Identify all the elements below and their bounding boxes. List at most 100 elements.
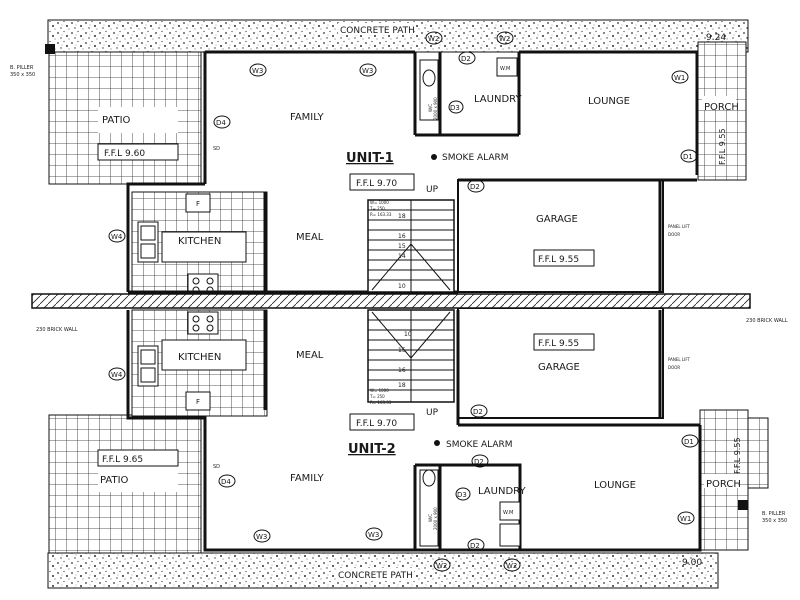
wc-unit-1 (419, 59, 439, 121)
party-brick-wall (31, 293, 751, 309)
floor-level: F.F.L 9.55 (733, 437, 742, 474)
floor-level: F.F.L 9.65 (102, 455, 143, 465)
floor-level: F.F.L 9.60 (104, 149, 145, 159)
door-tag: D4 (216, 119, 226, 127)
room-label: PATIO (102, 115, 131, 126)
step-number: 16 (398, 233, 406, 240)
stair-info: T= 250 (369, 206, 385, 211)
cooktop-2 (187, 311, 219, 335)
wm-unit-1 (496, 57, 518, 77)
step-number: 18 (398, 382, 406, 389)
garage-door-label: PANEL LIFT (668, 224, 691, 229)
smoke-alarm-icon (434, 440, 440, 446)
stair-unit-1 (367, 199, 455, 293)
step-number: 18 (398, 213, 406, 220)
door-tag: D3 (450, 104, 460, 112)
sd-label: SD (213, 146, 220, 152)
floor-level: F.F.L 9.70 (356, 419, 397, 429)
window-tag: W1 (674, 74, 685, 82)
pillar-size: 350 x 350 (10, 72, 35, 78)
floor-level: F.F.L 9.55 (718, 128, 727, 165)
step-number: 10 (404, 331, 412, 338)
window-tag: W2 (499, 35, 510, 43)
opening-tags: W3 W3 W2 W2 D2 D3 W1 D4 D1 D2 W4 W3 W3 W… (108, 31, 699, 572)
garage-door-label: PANEL LIFT (668, 357, 691, 362)
pillar-label: B. PILLER (762, 511, 786, 517)
room-label: MEAL (296, 232, 324, 243)
pillar-size: 350 x 350 (762, 518, 787, 524)
window-tag: W2 (428, 35, 439, 43)
stair-info: R= 163.33 (370, 400, 392, 405)
room-label: LAUNDRY (478, 486, 526, 497)
window-tag: W4 (111, 371, 123, 379)
wc-label: W/C (428, 514, 433, 522)
room-label: LOUNGE (594, 480, 636, 491)
door-tag: D2 (470, 183, 480, 191)
smoke-alarm-icon (431, 154, 437, 160)
smoke-alarm-label: SMOKE ALARM (446, 440, 513, 450)
smoke-alarm-label: SMOKE ALARM (442, 153, 509, 163)
room-label: MEAL (296, 350, 324, 361)
room-label: GARAGE (536, 214, 578, 225)
stair-unit-2 (367, 309, 455, 403)
window-tag: W4 (111, 233, 123, 241)
step-number: 14 (398, 253, 406, 260)
door-tag: D2 (473, 408, 483, 416)
room-label: LOUNGE (588, 96, 630, 107)
room-label: FAMILY (290, 112, 324, 123)
pillar-bottom (738, 500, 748, 510)
garage-door-label: DOOR (668, 232, 680, 237)
room-label: KITCHEN (178, 236, 221, 247)
window-tag: W3 (256, 533, 267, 541)
garage-door-label: DOOR (668, 365, 680, 370)
room-label: PORCH (704, 102, 739, 113)
wm-label: W.M (500, 66, 510, 72)
window-tag: W2 (506, 562, 517, 570)
fridge-2 (185, 391, 211, 411)
door-tag: D1 (683, 153, 693, 161)
walls-unit-2 (126, 310, 702, 552)
wm-label: W.M (503, 510, 513, 516)
fridge-1 (185, 193, 211, 213)
step-number: 10 (398, 283, 406, 290)
walls-unit-1 (126, 50, 699, 292)
wm-unit-2 (499, 501, 521, 521)
door-tag: D4 (221, 478, 231, 486)
kitchen-bench-2 (161, 339, 247, 371)
room-label: GARAGE (538, 362, 580, 373)
window-tag: W1 (680, 515, 691, 523)
level-marker: 9.24 (706, 33, 726, 43)
path-label: CONCRETE PATH (340, 26, 415, 36)
sd-label: SD (213, 464, 220, 470)
door-tag: D2 (474, 458, 484, 466)
stair-info: T= 250 (369, 394, 385, 399)
window-tag: W2 (436, 562, 447, 570)
room-label: PORCH (706, 479, 741, 490)
sink-1 (137, 221, 159, 263)
garage-unit-1 (457, 179, 664, 293)
room-label: FAMILY (290, 473, 324, 484)
stair-info: W= 1000 (370, 200, 389, 205)
floor-level: F.F.L 9.70 (356, 179, 397, 189)
stair-info: W= 1000 (370, 388, 389, 393)
pillar-label: B. PILLER (10, 65, 34, 71)
door-tag: D2 (470, 542, 480, 550)
wc-size: 2000 x 900 (433, 507, 438, 530)
stair-up-label: UP (426, 185, 439, 195)
kitchen-bench-1 (161, 231, 247, 263)
step-number: 15 (398, 243, 406, 250)
garage-unit-2 (457, 307, 664, 419)
room-label: PATIO (100, 475, 129, 486)
stair-up-label: UP (426, 408, 439, 418)
porch-unit-1 (697, 41, 747, 181)
door-tag: D3 (457, 491, 467, 499)
floor-level: F.F.L 9.55 (538, 255, 579, 265)
unit-label: UNIT-1 (346, 151, 394, 166)
sink-2 (137, 345, 159, 387)
unit-label: UNIT-2 (348, 442, 396, 457)
brick-wall-label: 230 BRICK WALL (746, 318, 788, 324)
window-tag: W3 (362, 67, 373, 75)
room-label: KITCHEN (178, 352, 221, 363)
floor-level: F.F.L 9.55 (538, 339, 579, 349)
